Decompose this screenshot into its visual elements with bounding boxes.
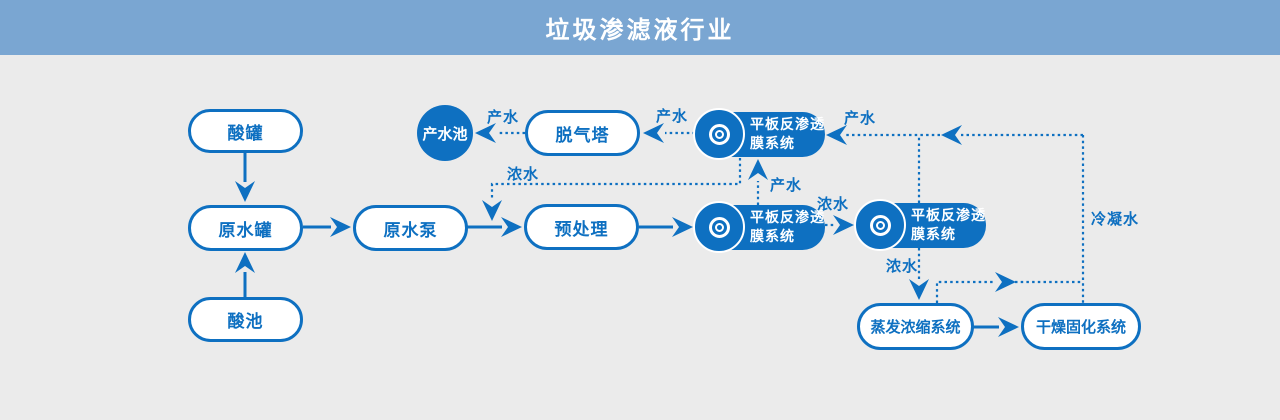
ro1-label-line2: 膜系统 bbox=[750, 135, 795, 152]
label-concentrate-stage2-to-3: 浓水 bbox=[817, 195, 850, 213]
disc-outer-ring bbox=[869, 214, 891, 236]
label-product-water-stage2-up: 产水 bbox=[770, 176, 803, 194]
node-ro-system-2: 平板反渗透 膜系统 bbox=[693, 201, 825, 253]
arrow-into-pool bbox=[475, 123, 496, 143]
disc-membrane-icon bbox=[854, 199, 906, 251]
label-concentrate-to-evaporator: 浓水 bbox=[886, 257, 919, 275]
node-ro-system-1-label: 平板反渗透 膜系统 bbox=[750, 116, 825, 152]
page-header: 垃圾渗滤液行业 bbox=[0, 0, 1280, 55]
arrow-into-pump bbox=[330, 217, 351, 237]
disc-membrane-icon bbox=[693, 108, 745, 160]
disc-inner-ring bbox=[714, 129, 724, 139]
node-degassing-tower-label: 脱气塔 bbox=[555, 125, 610, 146]
node-raw-water-pump-label: 原水泵 bbox=[383, 220, 438, 241]
arrow-condensate-right bbox=[995, 272, 1016, 292]
label-product-water-to-degasser: 产水 bbox=[656, 107, 689, 125]
ro3-label-line1: 平板反渗透 bbox=[911, 208, 986, 225]
label-product-water-return-top: 产水 bbox=[844, 109, 877, 127]
node-degassing-tower: 脱气塔 bbox=[525, 110, 640, 156]
disc-inner-ring bbox=[714, 222, 724, 232]
node-ro-system-1: 平板反渗透 膜系统 bbox=[693, 108, 825, 160]
label-concentrate-return: 浓水 bbox=[507, 165, 540, 183]
node-acid-pool-label: 酸池 bbox=[227, 312, 264, 332]
node-raw-water-tank: 原水罐 bbox=[188, 205, 303, 251]
node-ro-system-2-label: 平板反渗透 膜系统 bbox=[750, 209, 825, 245]
arrowheads bbox=[235, 123, 1019, 337]
node-drying-system-label: 干燥固化系统 bbox=[1035, 318, 1126, 336]
ro1-label-line1: 平板反渗透 bbox=[750, 117, 825, 134]
disc-inner-ring bbox=[875, 220, 885, 230]
node-ro-system-3: 平板反渗透 膜系统 bbox=[854, 199, 986, 251]
node-raw-water-pump: 原水泵 bbox=[353, 205, 468, 251]
arrow-return-into-ro1 bbox=[826, 125, 847, 145]
node-pretreatment-label: 预处理 bbox=[554, 219, 609, 240]
ro2-label-line2: 膜系统 bbox=[750, 228, 795, 245]
arrow-into-degasser bbox=[643, 123, 664, 143]
arrow-down-rawtank bbox=[235, 181, 255, 202]
dotted-flow-lines bbox=[490, 131, 1085, 303]
node-evaporation-system: 蒸发浓缩系统 bbox=[857, 303, 974, 350]
disc-membrane-icon bbox=[693, 201, 745, 253]
node-drying-system: 干燥固化系统 bbox=[1021, 303, 1141, 350]
node-ro-system-3-label: 平板反渗透 膜系统 bbox=[911, 207, 986, 243]
arrow-into-ro3 bbox=[833, 215, 854, 235]
node-product-water-pool-label: 产水池 bbox=[422, 124, 468, 143]
arrow-into-pretreatment bbox=[501, 217, 522, 237]
arrow-up-into-ro1 bbox=[748, 159, 768, 180]
ro3-label-line2: 膜系统 bbox=[911, 226, 956, 243]
ro2-label-line1: 平板反渗透 bbox=[750, 210, 825, 227]
arrow-concentrate-junction bbox=[482, 200, 502, 221]
node-evaporation-system-label: 蒸发浓缩系统 bbox=[870, 318, 961, 336]
solid-flow-lines bbox=[243, 153, 999, 329]
line-evaporator-condensate bbox=[935, 280, 995, 303]
node-pretreatment: 预处理 bbox=[524, 204, 639, 250]
node-acid-tank-label: 酸罐 bbox=[227, 123, 264, 144]
arrow-into-evaporator bbox=[909, 279, 929, 300]
label-product-water-to-pool: 产水 bbox=[487, 108, 520, 126]
node-raw-water-tank-label: 原水罐 bbox=[218, 220, 273, 241]
arrow-return-mid bbox=[941, 125, 962, 145]
disc-outer-ring bbox=[708, 216, 730, 238]
node-acid-pool: 酸池 bbox=[188, 297, 303, 342]
arrow-into-ro2 bbox=[672, 217, 693, 237]
label-condensate: 冷凝水 bbox=[1091, 210, 1140, 228]
disc-outer-ring bbox=[708, 123, 730, 145]
line-ro1-concentrate-return bbox=[490, 158, 742, 200]
page-title: 垃圾渗滤液行业 bbox=[545, 16, 735, 44]
node-product-water-pool: 产水池 bbox=[417, 105, 473, 161]
node-acid-tank: 酸罐 bbox=[188, 109, 303, 153]
arrow-into-dryer bbox=[998, 317, 1019, 337]
arrow-up-rawtank bbox=[235, 252, 255, 273]
